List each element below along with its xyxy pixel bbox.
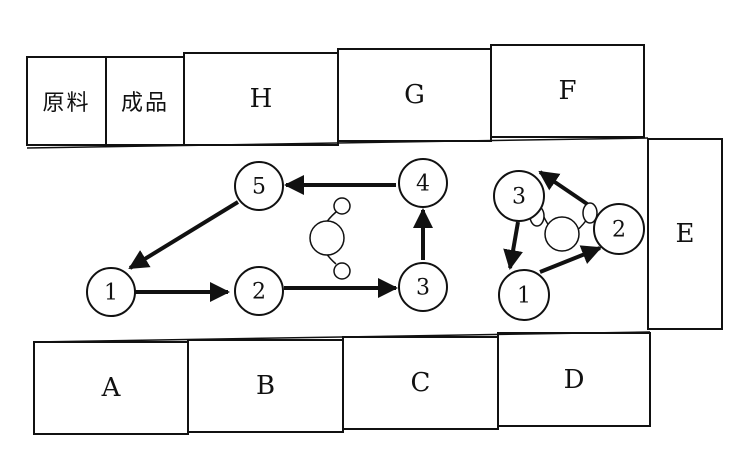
node-right-2-label: 2 bbox=[612, 218, 626, 243]
node-left-1-label: 1 bbox=[104, 281, 118, 306]
cell-station-h bbox=[183, 52, 339, 146]
arrow-left-5-to-1 bbox=[128, 200, 240, 270]
worker-figure-left bbox=[309, 197, 351, 280]
cell-station-a bbox=[33, 341, 189, 435]
cell-station-b bbox=[187, 339, 344, 433]
node-left-4-label: 4 bbox=[416, 172, 430, 197]
node-right-3-label: 3 bbox=[512, 185, 526, 210]
corridor-top-edge bbox=[26, 137, 649, 149]
node-left-5 bbox=[234, 161, 284, 211]
node-left-5-label: 5 bbox=[252, 175, 266, 200]
cell-raw-material bbox=[26, 56, 107, 146]
node-left-3-label: 3 bbox=[416, 276, 430, 301]
node-right-1 bbox=[498, 269, 550, 321]
node-right-2 bbox=[593, 203, 645, 255]
node-right-3 bbox=[493, 170, 545, 222]
node-left-3 bbox=[398, 262, 448, 312]
cell-station-c bbox=[342, 336, 499, 430]
cell-station-g bbox=[337, 48, 492, 142]
cell-station-f bbox=[490, 44, 645, 138]
cell-station-d bbox=[497, 332, 651, 427]
arrow-right-1-to-2 bbox=[539, 245, 602, 274]
arrow-right-3-to-1 bbox=[503, 221, 523, 270]
node-left-4 bbox=[398, 158, 448, 208]
cell-station-e bbox=[647, 138, 723, 330]
cell-finished-product bbox=[105, 56, 185, 146]
node-left-1 bbox=[86, 267, 136, 317]
node-left-2 bbox=[234, 266, 284, 316]
node-right-1-label: 1 bbox=[517, 284, 531, 309]
node-left-2-label: 2 bbox=[252, 280, 266, 305]
